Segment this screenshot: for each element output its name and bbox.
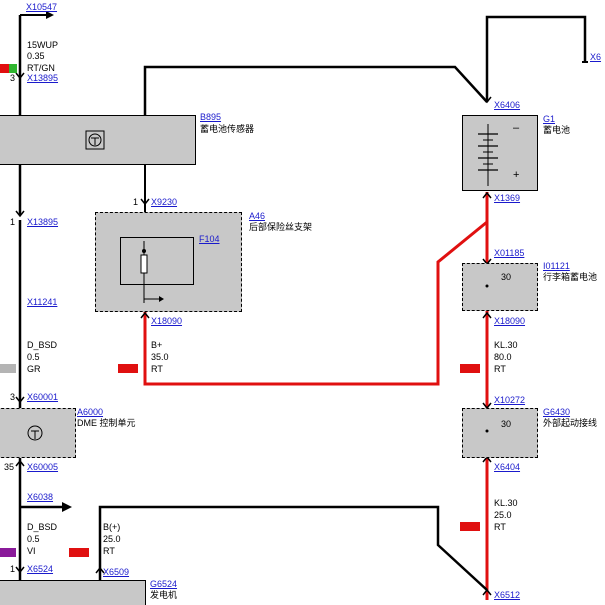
- connector-x18090-right[interactable]: X18090: [494, 316, 526, 326]
- junction-icon: [485, 284, 489, 288]
- arrow-right-icon: [46, 11, 54, 19]
- wire-label-kl30-80-color: RT: [494, 364, 506, 374]
- wire-label-bplus-size: 35.0: [151, 352, 169, 362]
- component-id-a6000[interactable]: A6000: [77, 407, 104, 417]
- component-name-g6430: 外部起动接线: [543, 418, 598, 428]
- connector-x13895-top[interactable]: X13895: [27, 73, 59, 83]
- wire-b-plus-red: [143, 220, 488, 386]
- component-name-b895: 蓄电池传感器: [200, 124, 255, 134]
- wire-label-dbsd-gr-name: D_BSD: [27, 340, 58, 350]
- wire-label-bplus2-color: RT: [103, 546, 115, 556]
- component-id-i01121[interactable]: I01121: [543, 261, 570, 271]
- fuse-icon: [140, 241, 164, 303]
- wire-label-kl30-25-color: RT: [494, 522, 506, 532]
- connector-x9230[interactable]: X9230: [151, 197, 178, 207]
- pin-30-label: 30: [501, 272, 512, 282]
- component-id-b895[interactable]: B895: [200, 112, 222, 122]
- component-id-g6430[interactable]: G6430: [543, 407, 571, 417]
- connector-x01185[interactable]: X01185: [494, 248, 525, 258]
- component-g1[interactable]: – +: [462, 115, 538, 191]
- pin-30-label: 30: [501, 419, 512, 429]
- connector-x6406[interactable]: X6406: [494, 100, 521, 110]
- component-g6430[interactable]: 30: [462, 408, 538, 458]
- connector-x18090-left[interactable]: X18090: [151, 316, 183, 326]
- component-a46[interactable]: [95, 212, 242, 312]
- connector-x60001[interactable]: X60001: [27, 392, 59, 402]
- component-b895[interactable]: [0, 115, 196, 165]
- pin-number: 3: [10, 73, 16, 83]
- component-id-f104[interactable]: F104: [199, 234, 220, 244]
- connector-x6038[interactable]: X6038: [27, 492, 54, 502]
- battery-plus-symbol: +: [513, 169, 520, 181]
- connector-x10547[interactable]: X10547: [26, 2, 58, 12]
- wire-label-bplus-name: B+: [151, 340, 163, 350]
- wire-label-kl30-25-name: KL.30: [494, 498, 518, 508]
- component-name-g1: 蓄电池: [543, 125, 571, 135]
- wire-label-bplus2-size: 25.0: [103, 534, 121, 544]
- battery-minus-symbol: –: [513, 122, 520, 134]
- connector-x6512[interactable]: X6512: [494, 590, 521, 600]
- wire-label-15wup-size: 0.35: [27, 51, 45, 61]
- connector-x6509[interactable]: X6509: [103, 567, 130, 577]
- component-id-g6524[interactable]: G6524: [150, 579, 178, 589]
- component-a6000[interactable]: [0, 408, 76, 458]
- connector-x13895-mid[interactable]: X13895: [27, 217, 59, 227]
- wire-color-swatch-rt: [0, 64, 9, 73]
- component-id-a46[interactable]: A46: [249, 211, 266, 221]
- junction-icon: [485, 429, 489, 433]
- wire-color-swatch-vi: [0, 548, 16, 557]
- wire-label-bplus-color: RT: [151, 364, 163, 374]
- wire-color-swatch-rt: [460, 364, 480, 373]
- wire-label-dbsd-gr-color: GR: [27, 364, 41, 374]
- component-id-g1[interactable]: G1: [543, 114, 556, 124]
- wire-label-dbsd-vi-name: D_BSD: [27, 522, 58, 532]
- wire-color-swatch-rt: [118, 364, 138, 373]
- component-name-g6524: 发电机: [150, 590, 178, 600]
- control-unit-icon: [27, 425, 43, 441]
- connector-x6404[interactable]: X6404: [494, 462, 521, 472]
- component-i01121[interactable]: 30: [462, 263, 538, 311]
- wire-label-dbsd-gr-size: 0.5: [27, 352, 40, 362]
- pin-number: 1: [133, 197, 139, 207]
- wire-b-plus-generator: [98, 505, 488, 591]
- connector-x6-edge[interactable]: X6: [590, 52, 602, 62]
- pin-number: 35: [4, 462, 15, 472]
- pin-number: 1: [10, 564, 16, 574]
- wire-ground-b895-g1: [143, 65, 488, 115]
- wire-label-dbsd-vi-color: VI: [27, 546, 36, 556]
- wire-color-swatch-rt: [69, 548, 89, 557]
- component-name-a46: 后部保险丝支架: [249, 222, 313, 232]
- wire-color-swatch-gn: [9, 64, 17, 73]
- fuse-f104-box[interactable]: [120, 237, 194, 285]
- connector-x10272[interactable]: X10272: [494, 395, 526, 405]
- arrow-right-icon: [62, 502, 72, 512]
- pin-number: 1: [10, 217, 16, 227]
- battery-icon: [478, 124, 498, 186]
- connector-x60005[interactable]: X60005: [27, 462, 59, 472]
- wire-label-dbsd-vi-size: 0.5: [27, 534, 40, 544]
- component-name-a6000: DME 控制单元: [77, 418, 136, 428]
- wire-label-kl30-80-size: 80.0: [494, 352, 512, 362]
- wire-color-swatch-rt: [460, 522, 480, 531]
- wire-label-kl30-25-size: 25.0: [494, 510, 512, 520]
- component-g6524[interactable]: [0, 580, 146, 605]
- sensor-icon: [85, 130, 105, 150]
- wire-label-bplus2-name: B(+): [103, 522, 121, 532]
- component-name-i01121: 行李箱蓄电池: [543, 272, 598, 282]
- connector-x1369[interactable]: X1369: [494, 193, 521, 203]
- wire-color-swatch-gr: [0, 364, 16, 373]
- wire-ground-top-right: [485, 15, 587, 102]
- wire-label-kl30-80-name: KL.30: [494, 340, 518, 350]
- connector-x6524[interactable]: X6524: [27, 564, 54, 574]
- wire-label-15wup-name: 15WUP: [27, 40, 59, 50]
- connector-x11241[interactable]: X11241: [27, 297, 58, 307]
- wire-label-15wup-color: RT/GN: [27, 63, 55, 73]
- pin-number: 3: [10, 392, 16, 402]
